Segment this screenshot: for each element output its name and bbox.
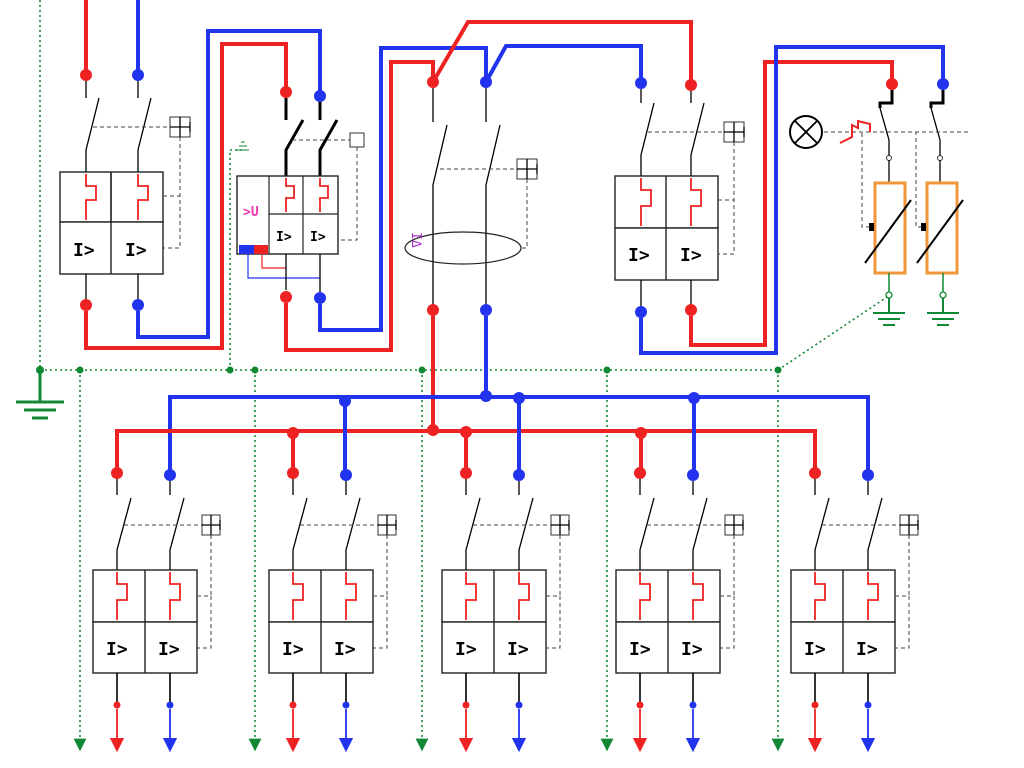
overcurrent-label: I> [158, 639, 180, 660]
overcurrent-label: I> [125, 240, 147, 261]
overvoltage-breaker: >U I> I> [236, 86, 365, 304]
earth-small-icon [237, 141, 249, 151]
feeder-breaker: I> I> [268, 467, 397, 753]
surge-arresters [789, 78, 970, 326]
earth-ground-icon [927, 298, 959, 326]
residual-label: IΔ [408, 232, 423, 248]
overcurrent-label: I> [804, 639, 826, 660]
overcurrent-label: I> [680, 245, 702, 266]
tripper-contact [839, 119, 871, 144]
overvoltage-label: >U [243, 205, 259, 220]
neutral-wire [318, 46, 488, 332]
overcurrent-label: I> [282, 639, 304, 660]
overcurrent-label: I> [276, 230, 292, 245]
overcurrent-label: I> [73, 240, 95, 261]
line-wire [284, 60, 435, 352]
rcd-device: IΔ [404, 76, 538, 316]
earth-junctions [36, 366, 782, 374]
spd-breaker: I> I> [614, 77, 745, 318]
lamp-icon [789, 115, 823, 149]
feeder-breaker: I> I> [615, 467, 744, 753]
overcurrent-label: I> [455, 639, 477, 660]
line-wire [689, 60, 894, 347]
earth-network [16, 0, 891, 752]
earth-ground-icon [16, 370, 64, 420]
overcurrent-label: I> [106, 639, 128, 660]
main-breaker: I> I> [59, 0, 191, 311]
overcurrent-label: I> [856, 639, 878, 660]
neutral-wire [136, 29, 322, 339]
feeder-breaker: I> I> [441, 467, 570, 753]
line-wire [84, 42, 288, 350]
overcurrent-label: I> [507, 639, 529, 660]
overcurrent-label: I> [310, 230, 326, 245]
overcurrent-label: I> [629, 639, 651, 660]
neutral-wire [484, 44, 643, 83]
feeder-breaker: I> I> [92, 467, 221, 753]
overcurrent-label: I> [628, 245, 650, 266]
feeder-breaker: I> I> [790, 467, 919, 753]
line-wire [431, 20, 693, 85]
earth-ground-icon [873, 298, 905, 326]
overcurrent-label: I> [334, 639, 356, 660]
neutral-wire [639, 45, 945, 355]
overcurrent-label: I> [681, 639, 703, 660]
distribution-bus [115, 316, 870, 475]
